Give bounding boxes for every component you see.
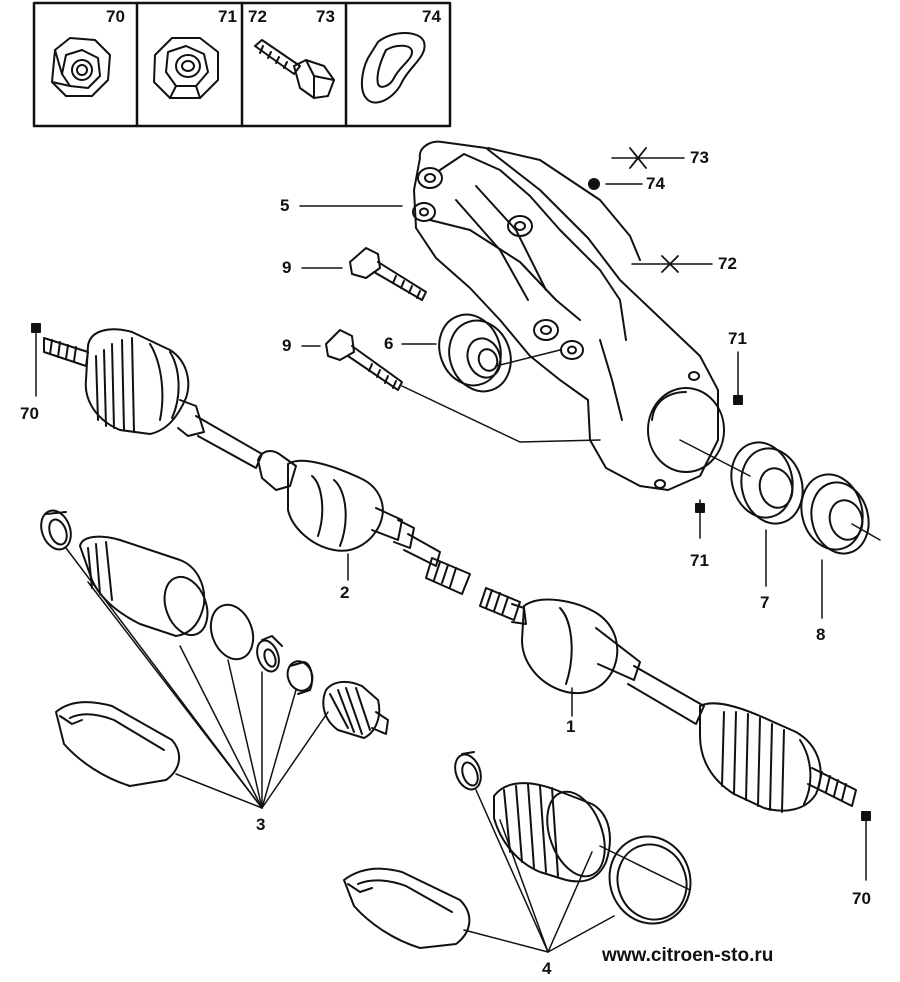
leader-lines-3 [66, 548, 328, 808]
bearing-6 [429, 306, 560, 400]
callout-74: 74 [646, 174, 665, 193]
callout-71-lower: 71 [690, 551, 709, 570]
callout-6: 6 [384, 334, 394, 353]
seal-8 [793, 468, 880, 560]
callout-9-lower: 9 [282, 336, 292, 355]
callout-72: 72 [718, 254, 737, 273]
locknut-71-icon [154, 38, 218, 98]
callout-1: 1 [566, 717, 576, 736]
watermark: www.citroen-sto.ru [602, 945, 774, 966]
callout-7: 7 [760, 593, 770, 612]
bolt-72-icon [255, 40, 334, 98]
legend-label-73: 73 [316, 7, 335, 26]
leader-lines-4 [464, 790, 614, 952]
legend-label-71: 71 [218, 7, 237, 26]
callout-leaders [36, 158, 866, 880]
callout-70-right: 70 [852, 889, 871, 908]
fastener-legend-box [34, 3, 450, 126]
callout-2: 2 [340, 583, 350, 602]
support-bracket [413, 142, 724, 490]
driveshaft-2 [44, 329, 470, 594]
callout-markers [32, 148, 870, 820]
callout-8: 8 [816, 625, 826, 644]
bearing-7 [680, 436, 811, 531]
callout-9-upper: 9 [282, 258, 292, 277]
legend-label-74: 74 [422, 7, 441, 26]
callout-4: 4 [542, 959, 552, 978]
callout-70-left: 70 [20, 404, 39, 423]
boot-kit-4 [344, 751, 703, 948]
bolt-9-upper [350, 248, 426, 300]
callout-71-upper: 71 [728, 329, 747, 348]
bolt-9-lower [326, 330, 600, 442]
boot-kit-3 [36, 506, 388, 786]
driveshaft-1 [480, 588, 856, 812]
nut-70-icon [52, 38, 110, 96]
callout-73: 73 [690, 148, 709, 167]
washer-74-icon [362, 33, 425, 103]
legend-label-72: 72 [248, 7, 267, 26]
legend-label-70: 70 [106, 7, 125, 26]
callout-3: 3 [256, 815, 266, 834]
callout-5: 5 [280, 196, 290, 215]
